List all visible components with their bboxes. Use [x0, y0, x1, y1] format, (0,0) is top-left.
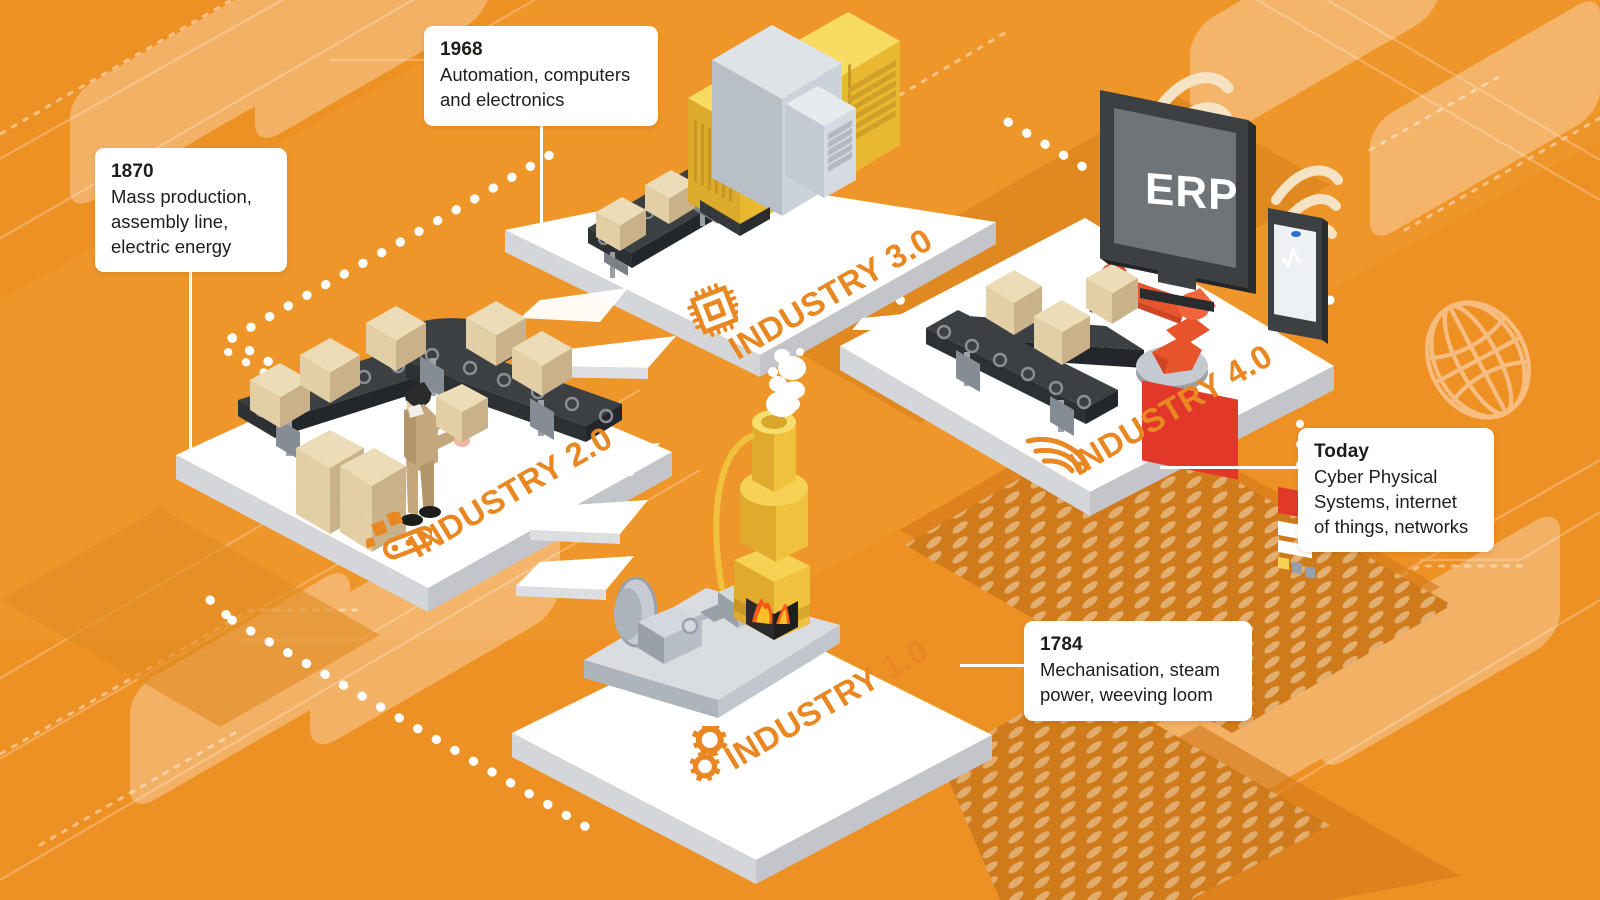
- callout-1968: 1968 Automation, computers and electroni…: [424, 26, 658, 126]
- erp-monitor: [1100, 90, 1256, 480]
- microchip-icon: [687, 283, 738, 338]
- box-stack: [296, 430, 406, 552]
- callout-description: Mass production, assembly line, electric…: [111, 186, 252, 257]
- callout-1784: 1784 Mechanisation, steam power, weeving…: [1024, 621, 1252, 721]
- callout-description: Automation, computers and electronics: [440, 64, 631, 111]
- carried-box: [436, 384, 488, 442]
- callout-description: Cyber Physical Systems, internet of thin…: [1314, 466, 1469, 537]
- box: [512, 331, 572, 396]
- box: [986, 270, 1042, 335]
- leader-line-1870: [189, 265, 192, 455]
- erp-screen-label: ERP: [1145, 164, 1239, 221]
- callout-year: 1870: [111, 161, 154, 182]
- callout-1870: 1870 Mass production, assembly line, ele…: [95, 148, 287, 273]
- conveyor-icon: [366, 512, 432, 560]
- fire-icon: [752, 598, 790, 624]
- callout-today: Today Cyber Physical Systems, internet o…: [1298, 428, 1494, 553]
- box: [596, 197, 646, 251]
- callout-description: Mechanisation, steam power, weeving loom: [1040, 659, 1220, 706]
- steam-boiler: [713, 348, 810, 640]
- callout-year: 1784: [1040, 634, 1083, 655]
- box: [300, 338, 360, 403]
- steam-icon: [766, 348, 806, 417]
- box: [250, 363, 310, 428]
- conveyor-belt-4: [926, 270, 1144, 436]
- mainframe-computer: [688, 12, 900, 236]
- gears-icon: [689, 726, 728, 782]
- box: [1034, 300, 1090, 365]
- conveyor-belt-2: [238, 301, 622, 460]
- globe-icon: [1425, 300, 1531, 420]
- box: [366, 306, 426, 371]
- leader-line-today: [1160, 466, 1300, 469]
- callout-year: 1968: [440, 39, 483, 60]
- wifi-icon: [1025, 437, 1090, 474]
- box: [466, 301, 526, 366]
- smartphone: [1268, 208, 1328, 579]
- held-box: [1086, 264, 1138, 324]
- callout-year: Today: [1314, 441, 1370, 462]
- leader-line-1968: [540, 104, 543, 234]
- leader-line-1784: [960, 664, 1026, 667]
- factory-worker: [401, 382, 488, 526]
